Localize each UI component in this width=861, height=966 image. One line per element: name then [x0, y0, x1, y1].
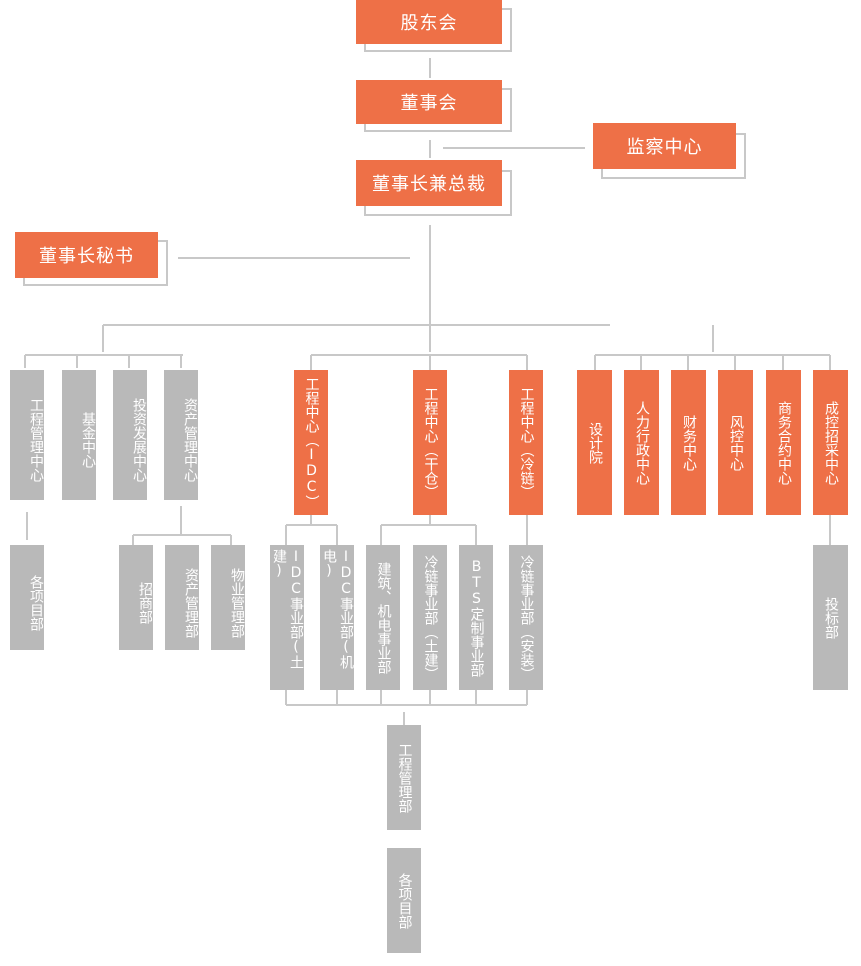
engineering-management-center-box: 工程管理中心 [10, 370, 44, 500]
asset-management-center-box: 资产管理中心 [164, 370, 198, 500]
board-box: 董事会 [356, 80, 502, 124]
idc-mep-division-box: IDC事业部(机电) [320, 545, 354, 690]
chairman-ceo-box: 董事长兼总裁 [356, 160, 502, 206]
bts-custom-division-box: BTS定制事业部 [459, 545, 493, 690]
hr-admin-center-box: 人力行政中心 [624, 370, 659, 515]
shared-project-departments-box: 各项目部 [387, 848, 421, 953]
asset-management-dept-box: 资产管理部 [165, 545, 199, 650]
engineering-center-idc-box: 工程中心（IDC） [294, 370, 328, 515]
engineering-center-dry-box: 工程中心（干仓） [413, 370, 447, 515]
cold-chain-installation-division-box: 冷链事业部（安装） [509, 545, 543, 690]
bidding-dept-box: 投标部 [813, 545, 848, 690]
cost-control-procurement-center-box: 成控招采中心 [813, 370, 848, 515]
idc-civil-division-box: IDC事业部(土建) [270, 545, 304, 690]
risk-control-center-box: 风控中心 [718, 370, 753, 515]
property-management-dept-box: 物业管理部 [211, 545, 245, 650]
design-institute-box: 设计院 [577, 370, 612, 515]
finance-center-box: 财务中心 [671, 370, 706, 515]
shareholders-box: 股东会 [356, 0, 502, 44]
engineering-management-dept-box: 工程管理部 [387, 725, 421, 830]
investment-development-center-box: 投资发展中心 [113, 370, 147, 500]
chairman-secretary-box: 董事长秘书 [15, 232, 158, 278]
engineering-center-cold-chain-box: 工程中心（冷链） [509, 370, 543, 515]
supervision-center-box: 监察中心 [593, 123, 736, 169]
fund-center-box: 基金中心 [62, 370, 96, 500]
project-departments-box: 各项目部 [10, 545, 44, 650]
cold-chain-civil-division-box: 冷链事业部（土建） [413, 545, 447, 690]
investment-attraction-dept-box: 招商部 [119, 545, 153, 650]
business-contract-center-box: 商务合约中心 [766, 370, 801, 515]
building-mep-division-box: 建筑、机电事业部 [366, 545, 400, 690]
